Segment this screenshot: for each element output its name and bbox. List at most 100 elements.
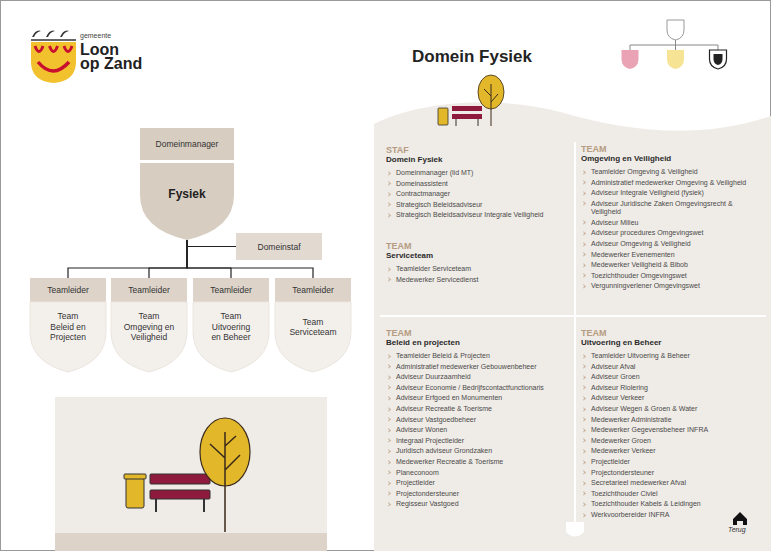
logo-bird [32,31,41,37]
role-item: Administratief medewerker Gebouwenbeheer [386,363,568,371]
bench-seat [452,114,482,119]
org-connector [68,240,187,278]
org-connector [149,240,187,278]
role-item: Juridisch adviseur Grondzaken [386,447,568,455]
role-list: TEAMBeleid en projectenTeamleider Beleid… [386,328,568,511]
role-item: Projectleider [386,479,568,487]
role-item: Adviseur Groen [581,373,759,381]
home-icon [733,512,747,525]
icon-line [630,45,718,50]
section-heading: Uitvoering en Beheer [581,338,759,348]
role-item: Toezichthouder Kabels & Leidingen [581,500,759,508]
page-title: Domein Fysiek [412,47,532,67]
role-item: Vergunningverlener Omgevingswet [581,282,759,290]
role-list: TEAMServiceteamTeamleider ServiceteamMed… [386,241,568,286]
role-band [111,278,187,302]
section-kicker: TEAM [386,328,568,338]
role-item: Strategisch Beleidsadviseur [386,201,568,209]
trash-lid [124,474,146,479]
section-heading: Serviceteam [386,251,568,261]
trash-can [438,108,448,125]
role-item: Medewerker Recreatie & Toerisme [386,458,568,466]
panel-tab [566,522,584,537]
role-list: STAFDomein FysiekDomeinmanager (lid MT)D… [386,145,568,222]
org-unit-shield: TeamleiderTeam Serviceteam [275,278,351,372]
section-kicker: TEAM [581,328,759,338]
org-unit-shield: TeamleiderTeam Uitvoering en Beheer [193,278,269,372]
role-band [275,278,351,302]
logo-mark [35,46,43,52]
tree-trunk [210,432,240,532]
role-item: Projectondersteuner [386,490,568,498]
bench-back [150,474,210,484]
role-item: Projectondersteuner [581,469,759,477]
ground-strip [55,533,327,551]
logo-shield [31,42,76,83]
icon-shield [622,50,639,69]
role-item: Adviseur Riolering [581,384,759,392]
role-item: Contractmanager [386,190,568,198]
section-heading: Beleid en projecten [386,338,568,348]
shield-body [193,302,269,372]
list-panel [374,102,771,551]
municipality-logo [31,31,76,83]
role-item: Medewerker Administratie [581,416,759,424]
bench-leg [203,499,205,512]
illustration-background [55,397,327,551]
logo-mark [64,46,72,52]
section-kicker: TEAM [386,241,568,251]
role-item: Medewerker Gegevensbeheer INFRA [581,426,759,434]
role-item: Adviseur procedures Omgevingswet [581,229,759,237]
role-item: Integraal Projectleider [386,437,568,445]
role-item: Teamleider Uitvoering & Beheer [581,352,759,360]
logo-bird [60,31,69,37]
structure-icon [622,20,727,69]
role-label: Teamleider [193,278,269,302]
role-band [140,128,234,160]
role-item: Projectleider [581,458,759,466]
trash-can [126,478,144,508]
bench-leg [456,119,457,126]
role-item: Adviseur Erfgoed en Monumenten [386,394,568,402]
unit-name: Team Omgeving en Veiligheid [111,305,187,349]
role-item: Teamleider Omgeving & Veiligheid [581,168,759,176]
role-item: Adviseur Recreatie & Toerisme [386,405,568,413]
panel-divider [574,142,576,528]
org-connector [187,240,231,278]
role-item: Regisseur Vastgoed [386,500,568,508]
role-item: Adviseur Vastgoedbeheer [386,416,568,424]
role-item: Secretarieel medewerker Afval [581,479,759,487]
role-item: Medewerker Veiligheid & Bibob [581,261,759,269]
role-label: Domeinstaf [236,233,322,260]
icon-shield [667,20,684,40]
role-item: Adviseur Wegen & Groen & Water [581,405,759,413]
unit-name: Team Beleid en Projecten [30,305,106,349]
role-item: Adviseur Juridische Zaken Omgevingsrecht… [581,200,759,217]
logo-text: gemeente [80,32,111,40]
back-link: Terug [728,526,746,533]
role-item: Adviseur Omgeving & Veiligheid [581,240,759,248]
org-connector [187,240,236,247]
bench-illustration [55,397,327,551]
role-item: Toezichthouder Civiel [581,490,759,498]
logo-bird [46,31,55,37]
box-fill [236,233,322,260]
role-band [193,278,269,302]
role-label: Teamleider [30,278,106,302]
role-item: Medewerker Servicedienst [386,276,568,284]
role-list: TEAMOmgeving en VeiligheidTeamleider Omg… [581,144,759,293]
role-label: Teamleider [111,278,187,302]
role-item: Adviseur Wonen [386,426,568,434]
logo-mark [38,62,69,71]
shield-body [30,302,106,372]
unit-name: Fysiek [140,163,234,225]
logo-line [31,39,76,41]
role-item: Teamleider Serviceteam [386,265,568,273]
role-item: Strategisch Beleidsadviseur Integrale Ve… [386,211,568,219]
role-list: TEAMUitvoering en BeheerTeamleider Uitvo… [581,328,759,522]
role-label: Teamleider [275,278,351,302]
panel-divider [380,315,766,317]
role-item: Planeconoom [386,469,568,477]
role-label: Domeinmanager [140,128,234,160]
